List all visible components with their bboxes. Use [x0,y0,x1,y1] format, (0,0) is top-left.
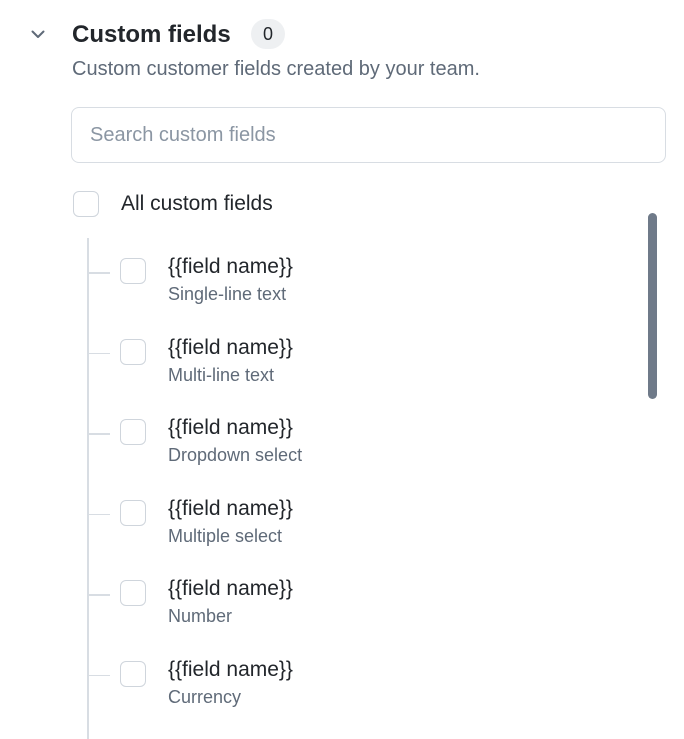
all-custom-fields-option[interactable]: All custom fields [73,190,273,218]
custom-field-name: {{field name}} [168,416,293,439]
search-field-container [71,107,666,163]
custom-field-type: Multi-line text [168,364,275,385]
custom-field-checkbox[interactable] [120,258,146,284]
custom-field-name: {{field name}} [168,496,293,520]
custom-field-row[interactable]: {{field name}} Multiple select [0,495,640,555]
custom-field-checkbox[interactable] [120,580,146,606]
all-custom-fields-checkbox[interactable] [73,191,99,217]
section-title: Custom fields [72,21,231,48]
count-badge: 0 [251,19,285,49]
tree-connector [88,272,110,274]
all-custom-fields-label: All custom fields [121,192,273,215]
custom-field-name: {{field name}} [168,657,293,681]
custom-field-checkbox[interactable] [120,338,146,365]
custom-field-type: Single-line text [168,284,287,304]
custom-field-row[interactable]: {{field name}} Currency [0,656,640,716]
custom-field-row[interactable]: {{field name}} Single-line text [0,253,640,313]
tree-connector [88,594,110,596]
tree-connector [88,433,110,435]
tree-connector [88,513,110,515]
custom-field-row[interactable]: {{field name}} Multi-line text [0,334,640,394]
custom-field-row[interactable]: {{field name}} Dropdown select [0,414,640,474]
custom-field-name: {{field name}} [168,577,293,600]
chevron-down-icon [31,30,45,38]
collapse-toggle-button[interactable] [24,20,52,48]
custom-field-checkbox[interactable] [120,419,146,445]
custom-field-type: Number [168,606,233,626]
section-subtitle: Custom customer fields created by your t… [72,58,480,80]
custom-field-name: {{field name}} [168,335,293,359]
custom-field-name: {{field name}} [168,255,293,278]
scrollbar-thumb[interactable] [648,213,657,399]
tree-connector [88,352,110,354]
custom-field-type: Multiple select [168,525,283,546]
search-input[interactable] [72,108,665,162]
custom-field-checkbox[interactable] [120,499,146,526]
tree-connector [88,674,110,676]
custom-field-type: Currency [168,686,242,707]
custom-field-type: Dropdown select [168,445,303,465]
custom-field-checkbox[interactable] [120,660,146,687]
tree-guide-line [87,238,89,739]
custom-field-row[interactable]: {{field name}} Number [0,575,640,635]
